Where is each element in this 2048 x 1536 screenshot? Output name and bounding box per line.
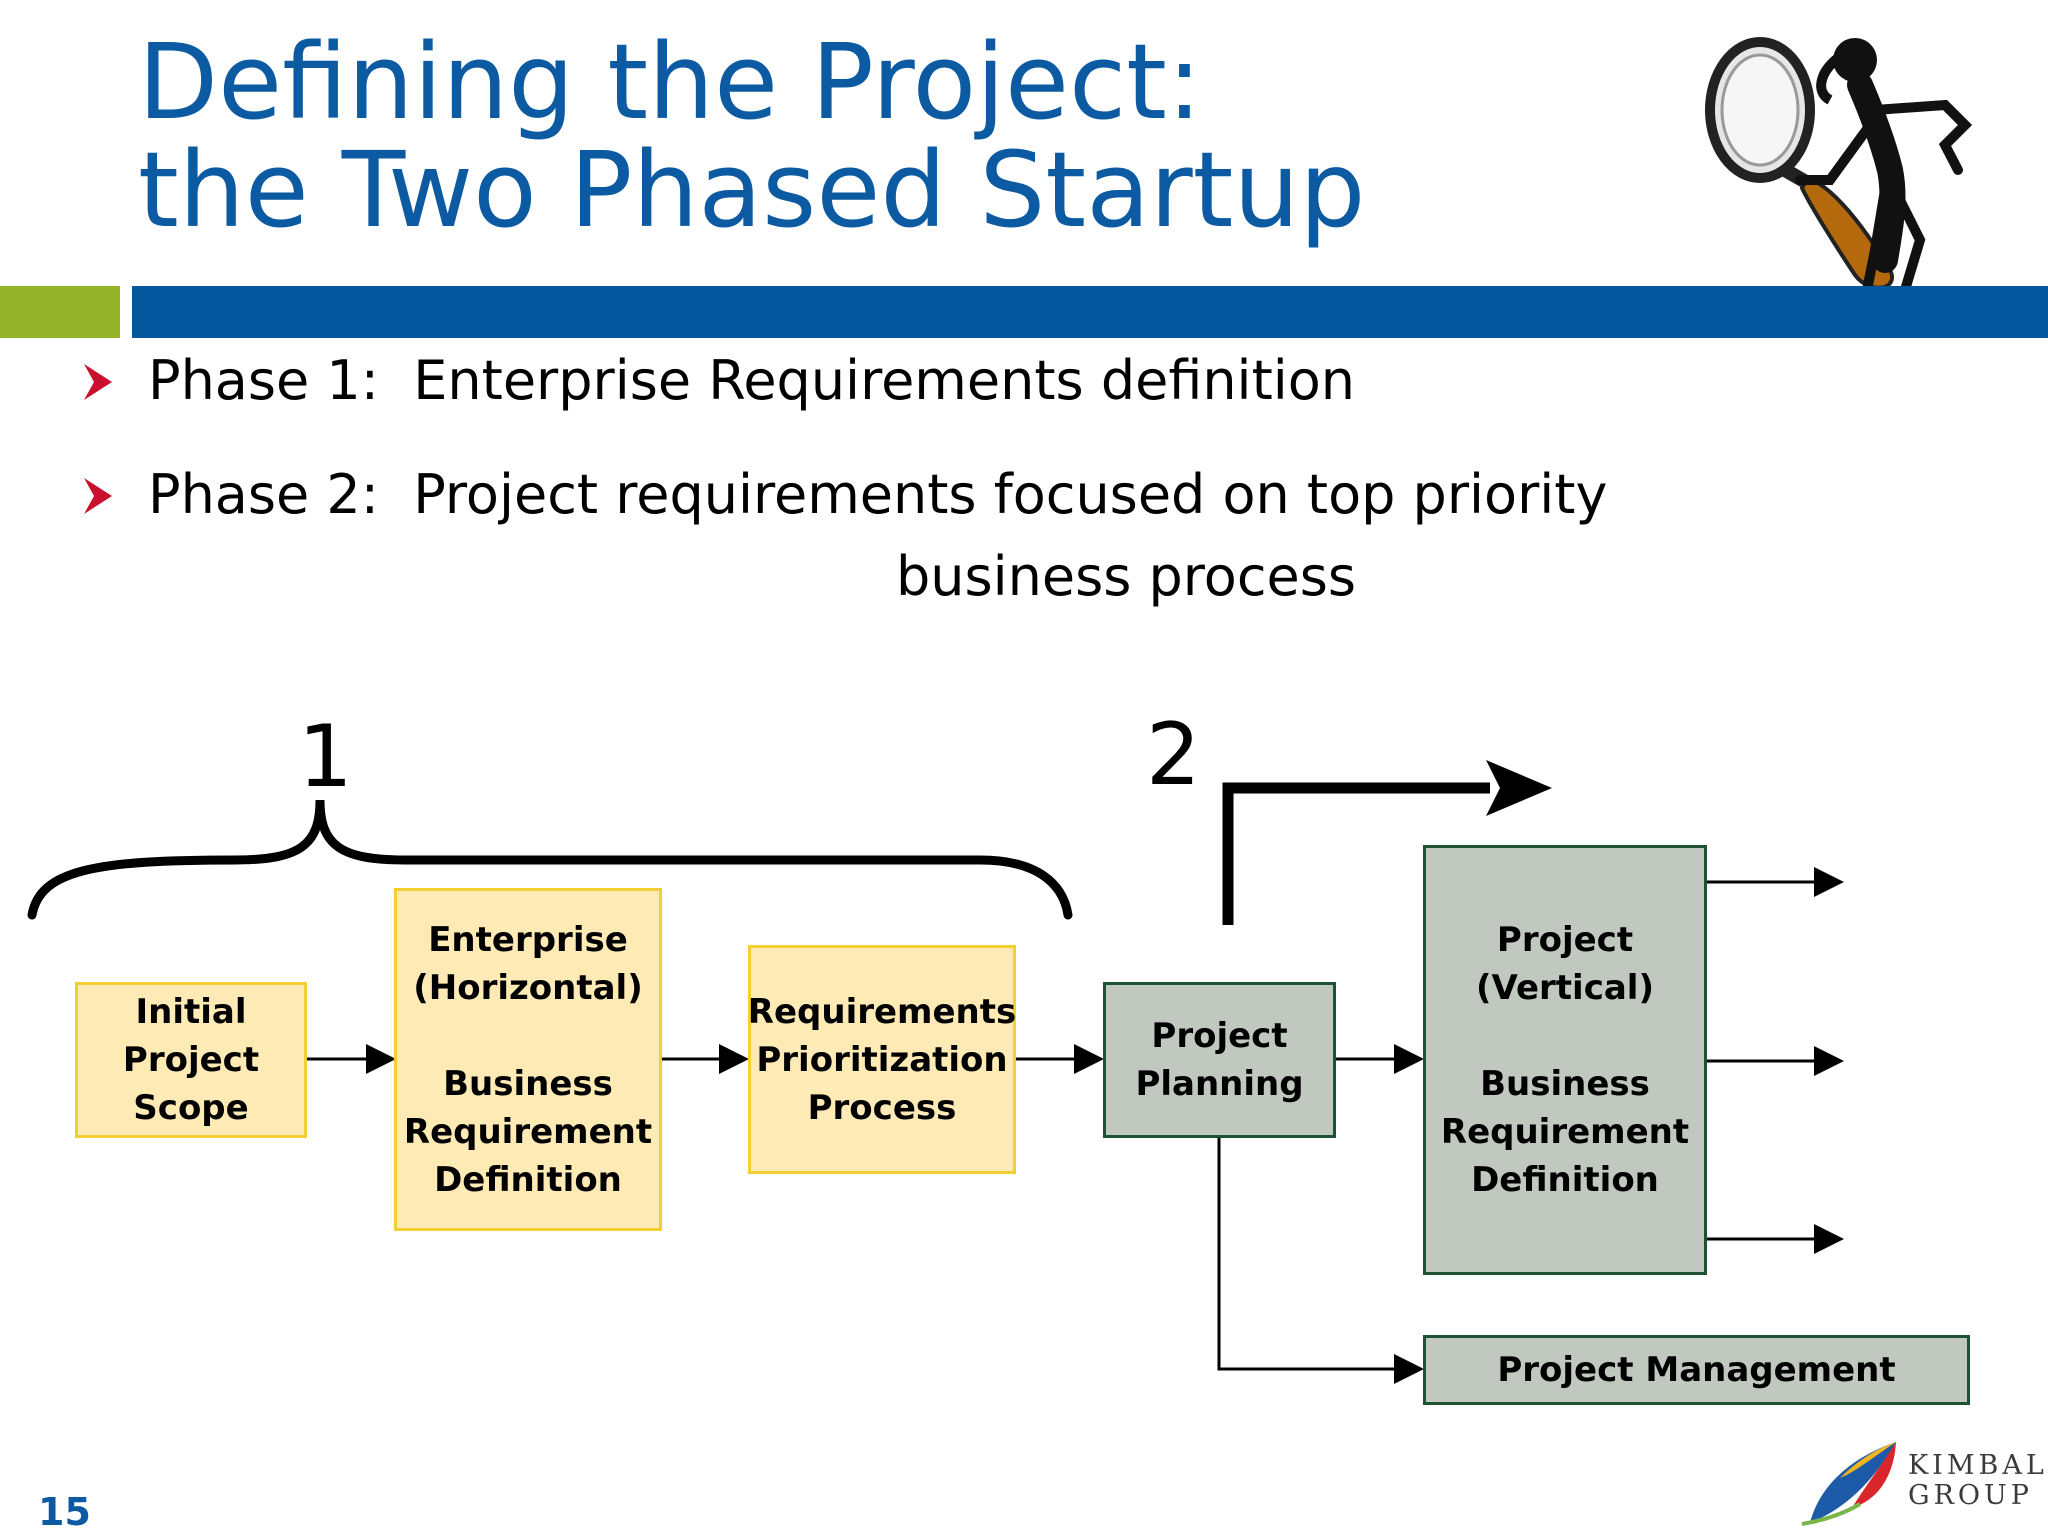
accent-bar-green [0, 286, 120, 338]
chevron-right-icon [84, 364, 112, 400]
bullet-2-continuation: business process [896, 545, 1357, 608]
project-management-box: Project Management [1423, 1335, 1970, 1405]
project-brd-box: Project (Vertical) Business Requirement … [1423, 845, 1707, 1275]
logo-text-line-1: KIMBALL [1908, 1450, 2048, 1481]
bullet-1-text: Enterprise Requirements definition [413, 349, 1356, 412]
logo-text-line-2: GROUP [1908, 1480, 2033, 1511]
phase1-marker: 1 [298, 707, 353, 807]
page-title-line-2: the Two Phased Startup [138, 129, 1366, 251]
enterprise-brd-box: Enterprise (Horizontal) Business Require… [394, 888, 662, 1231]
project-planning-box: Project Planning [1103, 982, 1336, 1138]
slide-number: 15 [38, 1490, 91, 1534]
bullet-1: Phase 1: Enterprise Requirements definit… [148, 354, 1355, 408]
initial-project-scope-box: Initial Project Scope [75, 982, 307, 1138]
bullet-2-text: Project requirements focused on top prio… [413, 463, 1608, 526]
bullet-2-label: Phase 2: [148, 463, 379, 526]
phase2-arrow [1222, 782, 1490, 925]
page-title-line-1: Defining the Project: [138, 21, 1202, 143]
bullet-1-label: Phase 1: [148, 349, 379, 412]
chevron-right-icon [84, 478, 112, 514]
bullet-2: Phase 2: Project requirements focused on… [148, 468, 1607, 522]
accent-bar-blue [132, 286, 2048, 338]
magnifying-glass-figure-icon [1705, 37, 1973, 307]
phase2-marker: 2 [1146, 705, 1201, 805]
leaf-logo-icon [1801, 1442, 1896, 1526]
requirements-prioritization-box: Requirements Prioritization Process [748, 945, 1016, 1174]
phase1-brace [27, 799, 1073, 920]
